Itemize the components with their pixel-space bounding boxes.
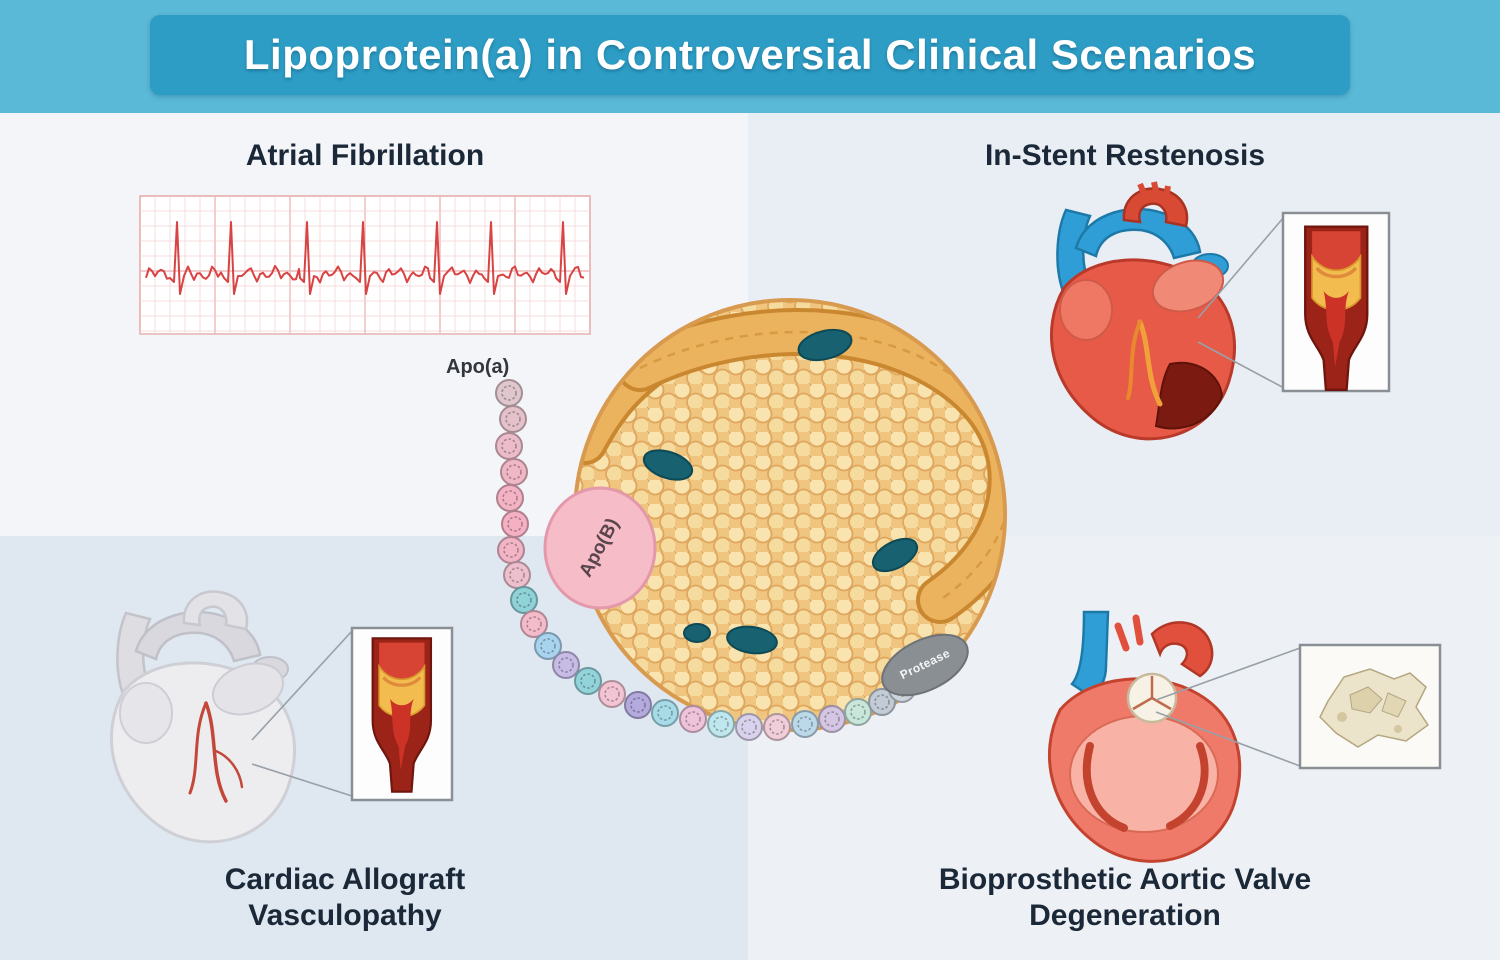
protease-blob <box>881 633 969 697</box>
lipoprotein-particle <box>495 298 1007 741</box>
heart-valve-illustration <box>1047 610 1242 863</box>
heart-restenosis-illustration <box>1050 181 1236 441</box>
section-title-in-stent-restenosis: In-Stent Restenosis <box>984 139 1266 172</box>
coronary-artery-stented <box>1137 319 1163 407</box>
section-title-bioprosthetic-valve-degeneration: Bioprosthetic Aortic Valve Degeneration <box>938 863 1312 932</box>
inset-valve <box>1298 643 1442 770</box>
apoa-label: Apo(a) <box>446 356 510 378</box>
ecg-panel <box>139 195 591 335</box>
ecg-trace <box>145 221 585 295</box>
magnifier-connectors <box>251 216 1301 797</box>
section-title-atrial-fibrillation: Atrial Fibrillation <box>245 139 485 172</box>
page-title: Lipoprotein(a) in Controversial Clinical… <box>243 31 1257 78</box>
apob-label-blob <box>543 486 657 610</box>
degenerated-valve-graphic <box>1319 668 1430 748</box>
heart-allograft-illustration <box>110 590 296 844</box>
coronary-artery-diseased <box>204 701 228 803</box>
inset-allograft <box>350 626 454 802</box>
section-title-cardiac-allograft-vasculopathy: Cardiac Allograft Vasculopathy <box>224 863 466 932</box>
inset-restenosis <box>1281 211 1391 393</box>
banner: Lipoprotein(a) in Controversial Clinical… <box>0 0 1500 113</box>
cholesterol-ester-blobs <box>642 328 919 655</box>
apoa-kringle-chain <box>495 379 916 741</box>
banner-panel: Lipoprotein(a) in Controversial Clinical… <box>150 15 1350 95</box>
